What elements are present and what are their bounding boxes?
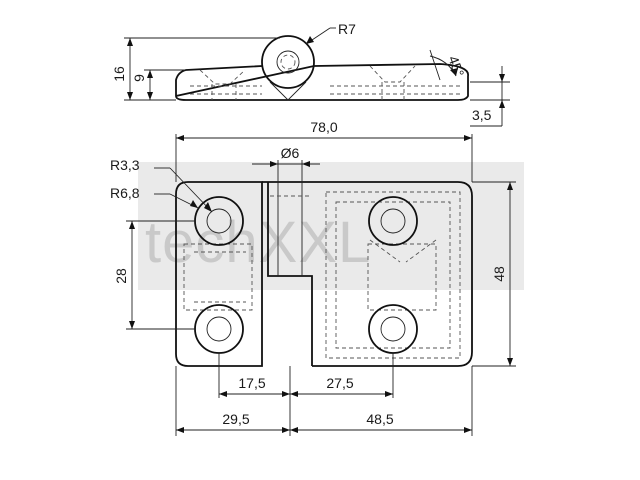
dim-overall-width: 48 xyxy=(491,266,507,282)
watermark-text: techXXL xyxy=(145,210,371,275)
dim-counterbore-radius: R6,8 xyxy=(110,185,140,201)
dim-hole-pitch: 28 xyxy=(113,268,129,284)
dim-overall-length: 78,0 xyxy=(310,119,337,135)
dim-right-leaf-length: 48,5 xyxy=(366,411,393,427)
dim-knuckle-radius: R7 xyxy=(338,21,356,37)
top-view: 78,0 Ø6 R3,3 R6,8 28 48 xyxy=(110,119,516,436)
dim-height-total: 16 xyxy=(111,66,127,82)
dim-chamfer-angle: 45° xyxy=(445,54,467,79)
dim-height-plate: 9 xyxy=(131,74,147,82)
side-view: 16 9 R7 45° 3,5 xyxy=(111,21,510,127)
dim-left-hole-to-pin: 17,5 xyxy=(238,375,265,391)
dim-left-leaf-length: 29,5 xyxy=(222,411,249,427)
dim-hole-radius: R3,3 xyxy=(110,157,140,173)
dim-pin-to-right-hole: 27,5 xyxy=(326,375,353,391)
dim-offset: 3,5 xyxy=(472,107,492,123)
dim-pin-diameter: Ø6 xyxy=(281,145,300,161)
